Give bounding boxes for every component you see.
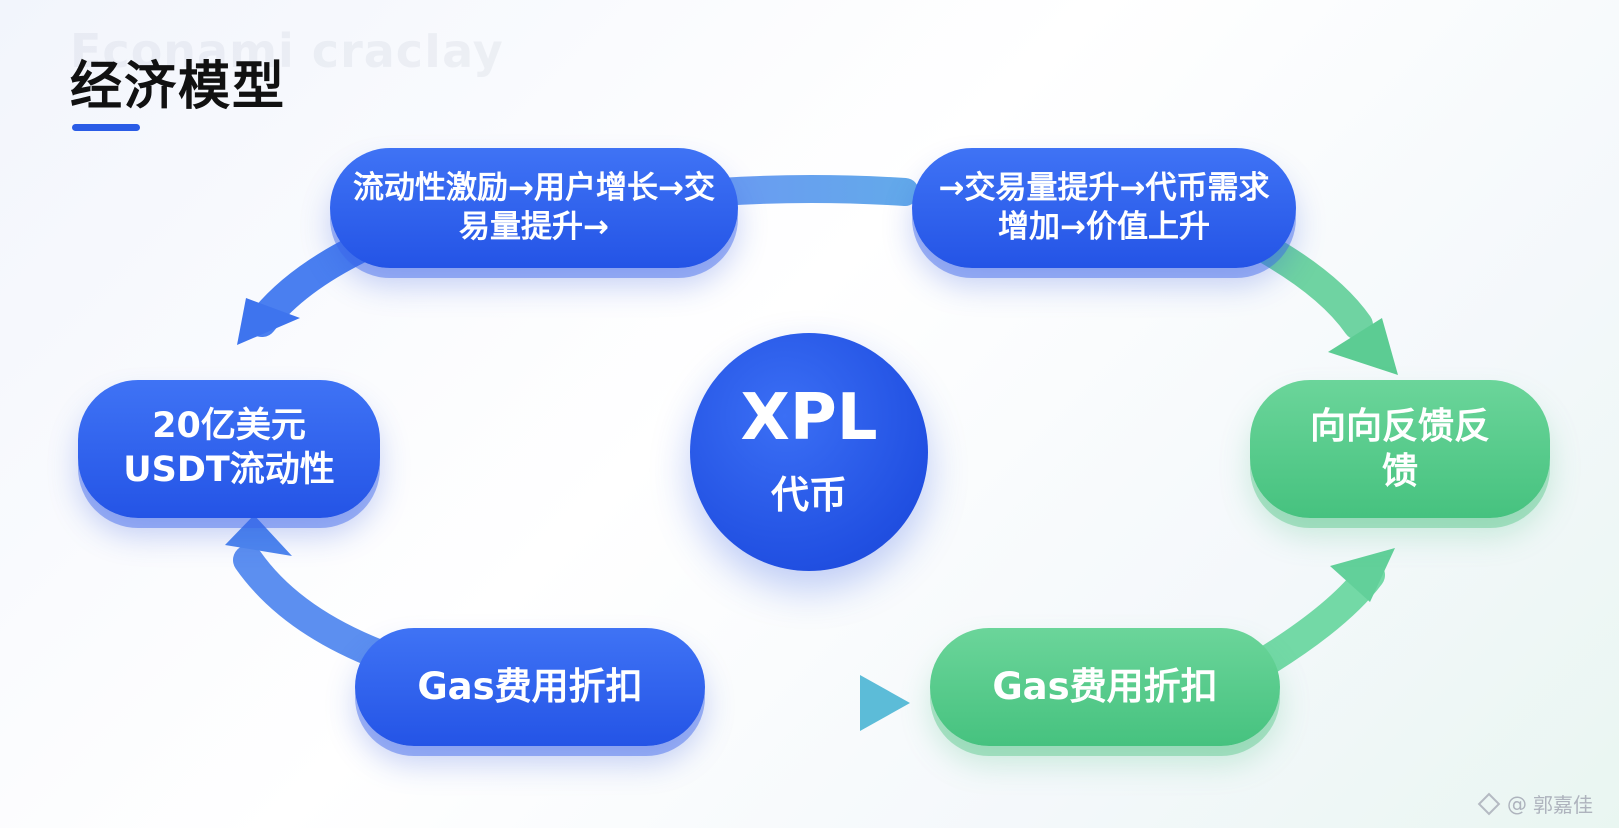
center-main-label: XPL [740,380,878,455]
background-watermark-text: Econami cracIay [70,24,504,78]
node-right-label: 向向反馈反馈 [1309,406,1490,492]
arrow-head-right-down [1328,318,1398,375]
node-top-left: 流动性激励→用户增长→交易量提升→ [330,148,738,268]
node-bottom-left-label: Gas费用折扣 [417,664,643,708]
xpl-token-circle: XPL 代币 [690,333,928,571]
node-top-right-label: →交易量提升→代币需求增加→价值上升 [938,170,1270,245]
arrow-head-right [860,675,910,731]
node-left-label: 20亿美元USDT流动性 [123,406,335,490]
center-sub-label: 代币 [770,472,847,517]
arrow-bottomleft-to-left [233,545,395,670]
node-left: 20亿美元USDT流动性 [78,380,380,518]
page-title: 经济模型 [70,57,287,117]
arrow-head-right-up [1330,548,1395,602]
arrow-head-left-up [225,515,292,556]
diamond-icon [1477,792,1501,815]
node-top-right: →交易量提升→代币需求增加→价值上升 [912,148,1296,268]
node-bottom-right-label: Gas费用折扣 [992,664,1218,708]
arrow-topright-to-right [1250,233,1373,340]
arrow-head-left-down [237,298,300,345]
title-underline [72,124,140,131]
connector-top [706,175,919,206]
node-top-left-label: 流动性激励→用户增长→交易量提升→ [353,170,715,245]
author-name: 郭嘉佳 [1533,793,1593,817]
node-bottom-right: Gas费用折扣 [930,628,1280,746]
node-right: 向向反馈反馈 [1250,380,1550,518]
node-bottom-left: Gas费用折扣 [355,628,705,746]
author-watermark: @ 郭嘉佳 [1477,789,1593,818]
at-symbol: @ [1507,791,1527,816]
